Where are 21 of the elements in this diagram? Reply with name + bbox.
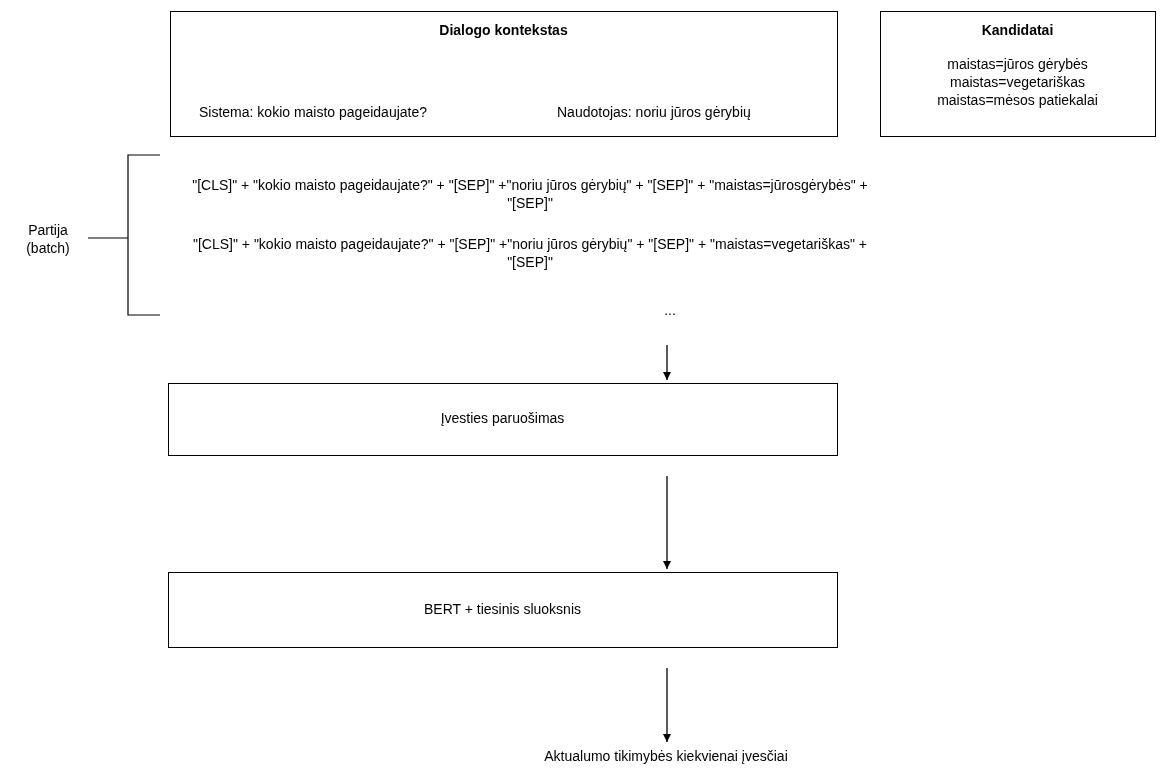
- arrow: [663, 344, 671, 381]
- box-text: Įvesties paruošimas: [439, 410, 566, 426]
- box-text: maistas=jūros gėrybės: [946, 56, 1089, 72]
- process-box: [170, 11, 838, 137]
- box-text: Sistema: kokio maisto pageidaujate?: [199, 104, 428, 120]
- input-sequence: "[CLS]" + "kokio maisto pageidaujate?" + "[SEP]" +"noriu jūros gėrybių" + "[SEP]" + "maistas=jūrosgėrybės" + "[SEP]": [192, 176, 868, 212]
- output-text: Aktualumo tikimybės kiekvienai įvesčiai: [543, 748, 789, 764]
- ellipsis: ...: [663, 301, 677, 319]
- process-box: [880, 11, 1156, 137]
- process-box: [168, 383, 838, 456]
- box-text: Naudotojas: noriu jūros gėrybių: [557, 104, 751, 120]
- input-sequence: "[CLS]" + "kokio maisto pageidaujate?" + "[SEP]" +"noriu jūros gėrybių" + "[SEP]" + "maistas=vegetariškas" + "[SEP]": [192, 235, 868, 271]
- batch-label: Partija (batch): [25, 221, 71, 257]
- box-heading: Dialogo kontekstas: [438, 22, 569, 38]
- box-text: maistas=mėsos patiekalai: [936, 92, 1099, 108]
- box-heading: Kandidatai: [980, 22, 1055, 38]
- arrow: [663, 667, 671, 743]
- box-text: BERT + tiesinis sluoksnis: [422, 600, 583, 617]
- process-box: [168, 572, 838, 648]
- box-text: maistas=vegetariškas: [949, 74, 1086, 90]
- arrow: [663, 475, 671, 570]
